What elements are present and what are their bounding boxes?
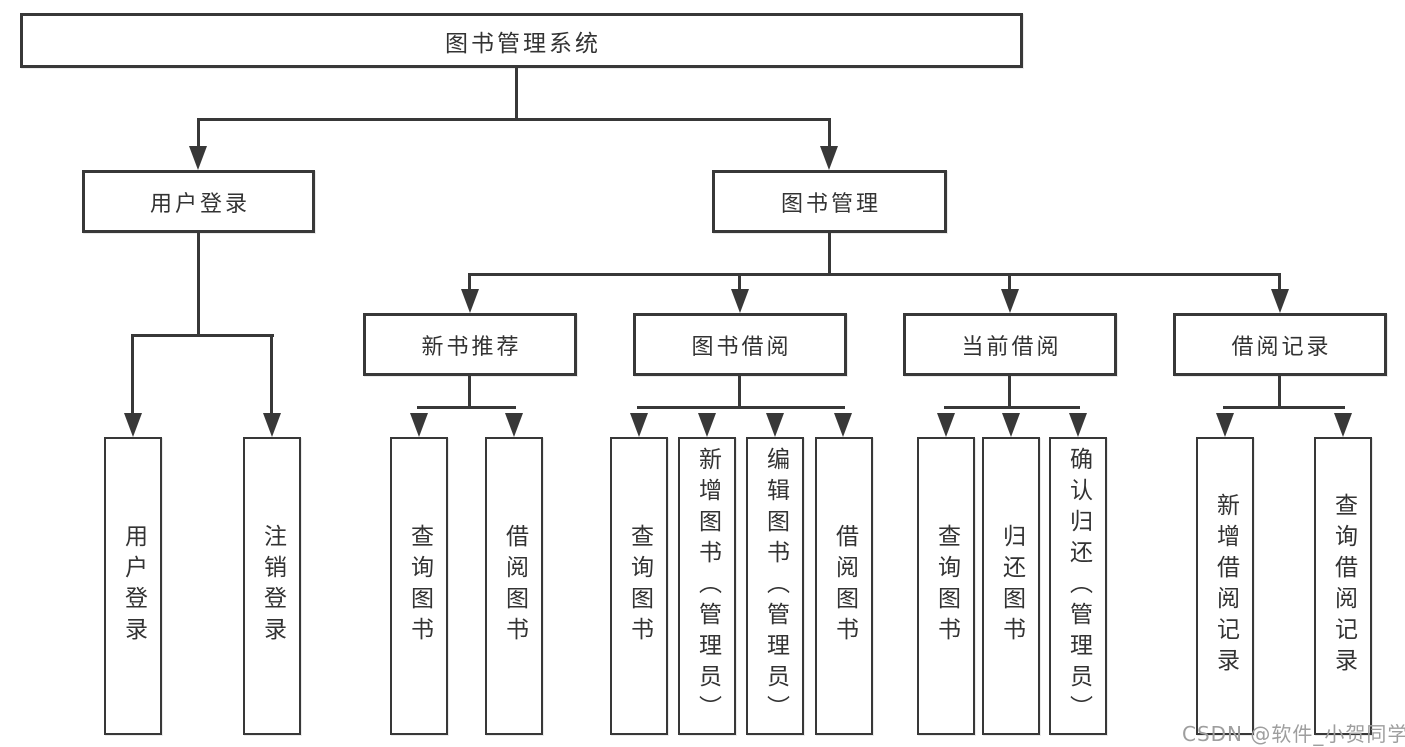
leaf-return-book: 归还图书 (982, 437, 1040, 735)
arrow-down-icon (937, 413, 955, 437)
leaf-confirm-return-admin: 确认归还（管理员） (1049, 437, 1107, 735)
leaf-label: 注销登录 (259, 524, 286, 648)
connector-line (468, 376, 471, 409)
arrow-down-icon (263, 413, 281, 437)
arrow-down-icon (1002, 413, 1020, 437)
leaf-label: 确认归还（管理员） (1065, 446, 1092, 726)
node-book-borrowing: 图书借阅 (633, 313, 847, 376)
leaf-label: 用户登录 (120, 524, 147, 648)
connector-line (197, 118, 831, 121)
connector-line (1008, 376, 1011, 409)
node-label: 图书借阅 (691, 334, 792, 360)
connector-line (197, 233, 200, 337)
leaf-label: 新增图书（管理员） (694, 446, 721, 726)
leaf-query-books: 查询图书 (610, 437, 668, 735)
csdn-watermark: CSDN @软件_小贺同学 (1182, 722, 1405, 746)
connector-line (828, 233, 831, 276)
leaf-label: 查询借阅记录 (1330, 493, 1357, 679)
connector-line (197, 118, 200, 148)
leaf-borrow-books: 借阅图书 (485, 437, 543, 735)
leaf-add-book-admin: 新增图书（管理员） (678, 437, 736, 735)
leaf-label: 查询图书 (626, 524, 653, 648)
connector-line (944, 406, 1080, 409)
node-label: 新书推荐 (421, 334, 522, 360)
node-library-management-system: 图书管理系统 (20, 13, 1023, 68)
leaf-query-books: 查询图书 (917, 437, 975, 735)
arrow-down-icon (834, 413, 852, 437)
leaf-user-login: 用户登录 (104, 437, 162, 735)
arrow-down-icon (410, 413, 428, 437)
leaf-label: 新增借阅记录 (1212, 493, 1239, 679)
connector-line (738, 376, 741, 409)
leaf-query-books: 查询图书 (390, 437, 448, 735)
connector-line (131, 334, 274, 337)
node-book-management: 图书管理 (712, 170, 947, 233)
connector-line (637, 406, 845, 409)
connector-line (1278, 273, 1281, 293)
node-borrowing-records: 借阅记录 (1173, 313, 1387, 376)
arrow-down-icon (820, 146, 838, 170)
leaf-edit-book-admin: 编辑图书（管理员） (746, 437, 804, 735)
node-current-borrowing: 当前借阅 (903, 313, 1117, 376)
arrow-down-icon (505, 413, 523, 437)
arrow-down-icon (731, 289, 749, 313)
connector-line (468, 273, 471, 293)
leaf-add-borrow-record: 新增借阅记录 (1196, 437, 1254, 735)
connector-line (417, 406, 516, 409)
connector-line (828, 118, 831, 148)
node-label: 借阅记录 (1231, 334, 1332, 360)
arrow-down-icon (461, 289, 479, 313)
leaf-label: 编辑图书（管理员） (762, 446, 789, 726)
connector-line (1223, 406, 1345, 409)
node-label: 当前借阅 (961, 334, 1062, 360)
node-user-login: 用户登录 (82, 170, 315, 233)
arrow-down-icon (1216, 413, 1234, 437)
arrow-down-icon (630, 413, 648, 437)
arrow-down-icon (1001, 289, 1019, 313)
arrow-down-icon (1069, 413, 1087, 437)
connector-line (1008, 273, 1011, 293)
arrow-down-icon (124, 413, 142, 437)
leaf-label: 查询图书 (406, 524, 433, 648)
connector-line (131, 334, 134, 416)
node-label: 图书管理系统 (445, 30, 601, 57)
connector-line (1278, 376, 1281, 409)
node-label: 用户登录 (149, 191, 250, 217)
leaf-label: 查询图书 (933, 524, 960, 648)
arrow-down-icon (766, 413, 784, 437)
leaf-label: 借阅图书 (501, 524, 528, 648)
connector-line (515, 68, 518, 121)
node-label: 图书管理 (780, 191, 881, 217)
node-new-book-recommendation: 新书推荐 (363, 313, 577, 376)
leaf-borrow-books: 借阅图书 (815, 437, 873, 735)
leaf-query-borrow-record: 查询借阅记录 (1314, 437, 1372, 735)
connector-line (270, 334, 273, 416)
arrow-down-icon (1271, 289, 1289, 313)
arrow-down-icon (698, 413, 716, 437)
leaf-logout: 注销登录 (243, 437, 301, 735)
arrow-down-icon (1334, 413, 1352, 437)
connector-line (738, 273, 741, 293)
leaf-label: 借阅图书 (831, 524, 858, 648)
connector-line (468, 273, 1281, 276)
arrow-down-icon (189, 146, 207, 170)
leaf-label: 归还图书 (998, 524, 1025, 648)
